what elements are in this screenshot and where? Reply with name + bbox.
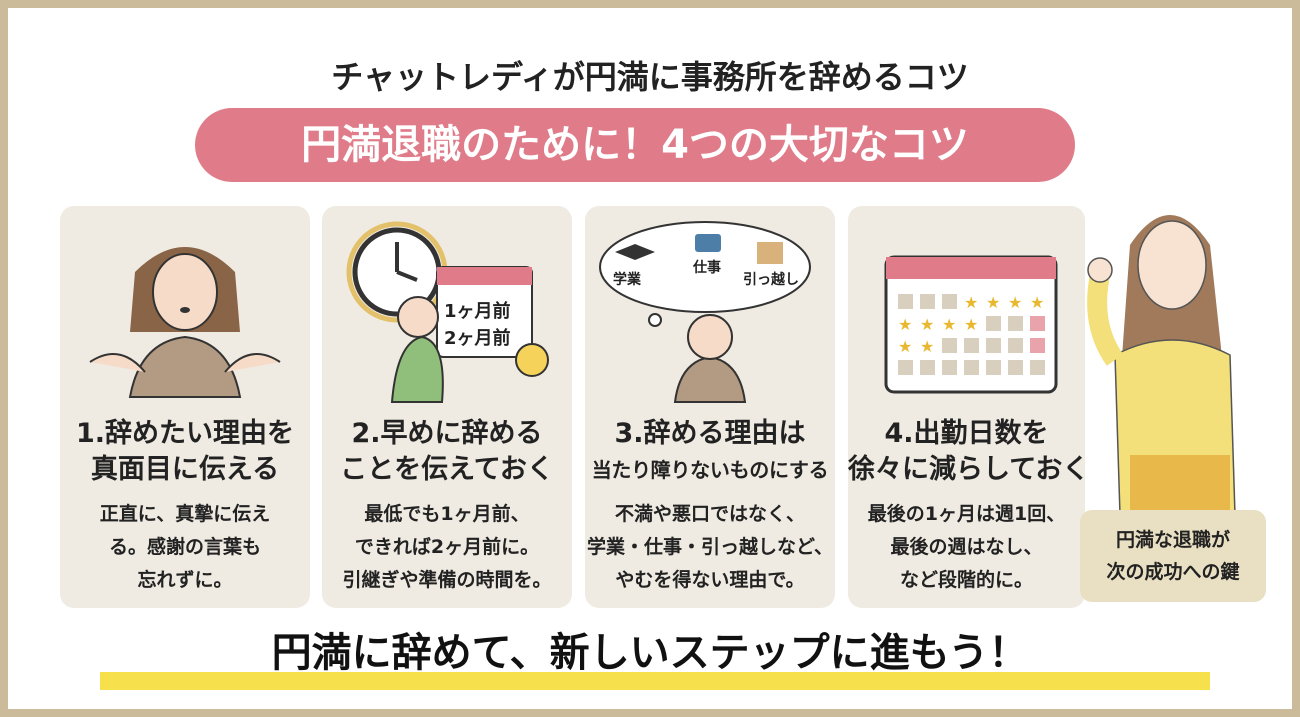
- card-heading: 4.出勤日数を徐々に減らしておく: [848, 418, 1090, 485]
- star-icon: ★: [986, 293, 1000, 312]
- calendar-label: 1ヶ月前: [444, 300, 511, 322]
- calendar-day: [942, 294, 957, 309]
- footer-message: 円満に辞めて、新しいステップに進もう！: [271, 630, 1029, 676]
- banner: 円満退職のために！4つの大切なコツ: [195, 108, 1075, 182]
- calendar-day: [898, 360, 913, 375]
- calendar-day: [942, 338, 957, 353]
- smiling-woman-illustration: [1087, 215, 1236, 515]
- calendar-stars-icon: ★ ★ ★ ★ ★ ★ ★ ★ ★ ★: [884, 255, 1058, 394]
- card-body: 最後の1ヶ月は週1回、最後の週はなし、など段階的に。: [867, 503, 1066, 591]
- tip-card-4: ★ ★ ★ ★ ★ ★ ★ ★ ★ ★ 4.出勤日数を徐々に減らしておく 最後の1ヶ月は週1回、最…: [848, 206, 1090, 608]
- bubble-label: 仕事: [692, 259, 721, 276]
- card-heading: 2.早めに辞めることを伝えておく: [340, 418, 554, 485]
- calendar-day: [898, 294, 913, 309]
- calendar-day: [964, 360, 979, 375]
- bubble-label: 学業: [613, 271, 642, 288]
- star-icon: ★: [964, 293, 978, 312]
- card-heading: 1.辞めたい理由を真面目に伝える: [75, 418, 295, 485]
- calendar-day: [920, 360, 935, 375]
- star-icon: ★: [898, 315, 912, 334]
- calendar-day: [1008, 316, 1023, 331]
- calendar-day: [1008, 360, 1023, 375]
- star-icon: ★: [942, 315, 956, 334]
- card-heading: 3.辞める理由は当たり障りないものにする: [591, 418, 829, 482]
- star-icon: ★: [898, 337, 912, 356]
- highlight-underline: [100, 672, 1210, 690]
- clock-calendar-icon: 1ヶ月前 2ヶ月前: [346, 221, 549, 403]
- calendar-day: [1008, 338, 1023, 353]
- card-body: 正直に、真摯に伝える。感謝の言葉も忘れずに。: [99, 503, 271, 591]
- page-title: チャットレディが円満に事務所を辞めるコツ: [331, 58, 969, 96]
- star-icon: ★: [920, 337, 934, 356]
- tip-card-2: 1ヶ月前 2ヶ月前 2.早めに辞めることを伝えておく 最低でも1ヶ月前、できれば…: [322, 206, 572, 608]
- bubble-label: 引っ越し: [743, 271, 799, 288]
- calendar-day: [942, 360, 957, 375]
- calendar-day: [1030, 316, 1045, 331]
- key-message-note: 円満な退職が次の成功への鍵: [1080, 510, 1266, 602]
- star-icon: ★: [920, 315, 934, 334]
- calendar-day: [964, 338, 979, 353]
- calendar-label: 2ヶ月前: [444, 327, 511, 349]
- star-icon: ★: [964, 315, 978, 334]
- calendar-day: [986, 316, 1001, 331]
- calendar-day: [986, 360, 1001, 375]
- woman-explaining-icon: [89, 247, 281, 398]
- tip-card-1: 1.辞めたい理由を真面目に伝える 正直に、真摯に伝える。感謝の言葉も忘れずに。: [60, 206, 310, 608]
- card-body: 不満や悪口ではなく、学業・仕事・引っ越しなど、やむを得ない理由で。: [586, 503, 834, 591]
- star-icon: ★: [1008, 293, 1022, 312]
- calendar-day: [1030, 360, 1045, 375]
- card-body: 最低でも1ヶ月前、できれば2ヶ月前に。引継ぎや準備の時間を。: [342, 503, 552, 591]
- star-icon: ★: [1030, 293, 1044, 312]
- tip-card-3: 学業 仕事 引っ越し 3.辞める理由は当たり障りないものにする 不満や悪口ではな…: [585, 206, 835, 608]
- calendar-day: [986, 338, 1001, 353]
- calendar-day: [1030, 338, 1045, 353]
- thinking-bubble-icon: 学業 仕事 引っ越し: [599, 221, 811, 403]
- calendar-day: [920, 294, 935, 309]
